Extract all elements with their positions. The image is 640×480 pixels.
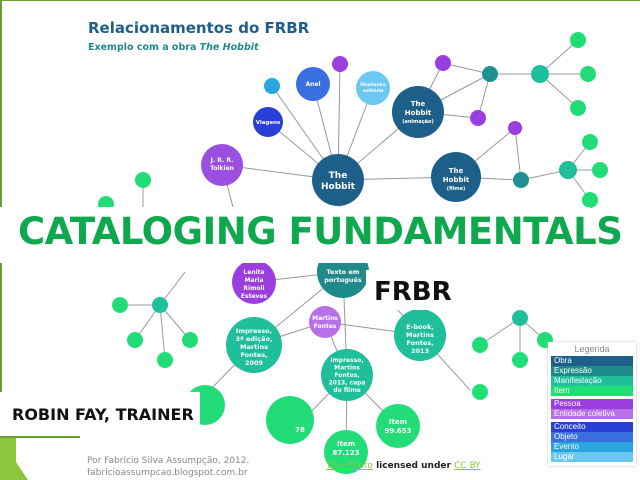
node-martins-fontes bbox=[309, 306, 341, 338]
node-anel bbox=[296, 67, 330, 101]
legend-item: Obra bbox=[551, 356, 633, 366]
node-ebook bbox=[394, 309, 446, 361]
subtitle-box bbox=[366, 270, 456, 310]
credit-line: Por Fabrício Silva Assumpção, 2012. bbox=[87, 456, 250, 466]
node-item-partial bbox=[266, 396, 314, 444]
credit-url: fabricioassumpcao.blogspot.com.br bbox=[87, 468, 248, 478]
node-montanha bbox=[356, 71, 390, 105]
presenter-name: ROBIN FAY, TRAINER bbox=[12, 405, 194, 424]
slide-subtitle: FRBR bbox=[374, 277, 452, 307]
node-label: Viagens bbox=[256, 120, 281, 126]
node-tolkien bbox=[201, 144, 243, 186]
legend-item: Manifestação bbox=[551, 376, 633, 386]
legend-item: Item bbox=[551, 386, 633, 396]
node-lenita bbox=[232, 260, 276, 304]
diagram-heading: Relacionamentos do FRBR bbox=[88, 19, 310, 37]
legend-item: Entidade coletiva bbox=[551, 409, 633, 419]
node-label: Anel bbox=[305, 81, 320, 88]
event-node bbox=[264, 78, 280, 94]
title-band bbox=[0, 207, 590, 263]
node-impresso-2013 bbox=[321, 349, 373, 401]
svg-text:78: 78 bbox=[295, 426, 305, 434]
legend-item: Pessoa bbox=[551, 399, 633, 409]
legend-item: Lugar bbox=[551, 452, 633, 462]
license-text: licensed under bbox=[372, 461, 455, 471]
legend-item: Expressão bbox=[551, 366, 633, 376]
node-item-87123 bbox=[324, 430, 368, 474]
diagram-credit: Por Fabrício Silva Assumpção, 2012. fabr… bbox=[87, 455, 249, 479]
node-impresso-2009 bbox=[226, 317, 282, 373]
accent-line bbox=[0, 436, 80, 438]
legend-item: Evento bbox=[551, 442, 633, 452]
svg-text:J. R. R.Tolkien: J. R. R.Tolkien bbox=[210, 157, 234, 172]
legend-item: Conceito bbox=[551, 422, 633, 432]
node-the-hobbit bbox=[312, 154, 364, 206]
cc-by-link[interactable]: CC BY bbox=[454, 461, 481, 471]
node-hobbit-animacao bbox=[392, 86, 444, 138]
node-viagens bbox=[253, 107, 283, 137]
diagram-subheading: Exemplo com a obra The Hobbit bbox=[88, 42, 259, 53]
license-notice: This Photo licensed under CC BY bbox=[326, 461, 481, 471]
slide-title: CATALOGING FUNDAMENTALS bbox=[18, 210, 623, 253]
slide-top-border bbox=[0, 0, 640, 1]
presenter-box bbox=[0, 392, 200, 436]
node-hobbit-filme bbox=[431, 152, 481, 202]
legend-item: Objeto bbox=[551, 432, 633, 442]
person-node bbox=[332, 56, 348, 72]
accent-triangle bbox=[0, 438, 28, 480]
photo-link[interactable]: This Photo bbox=[326, 461, 373, 471]
legend-title: Legenda bbox=[574, 344, 610, 354]
node-item-99653 bbox=[376, 404, 420, 448]
